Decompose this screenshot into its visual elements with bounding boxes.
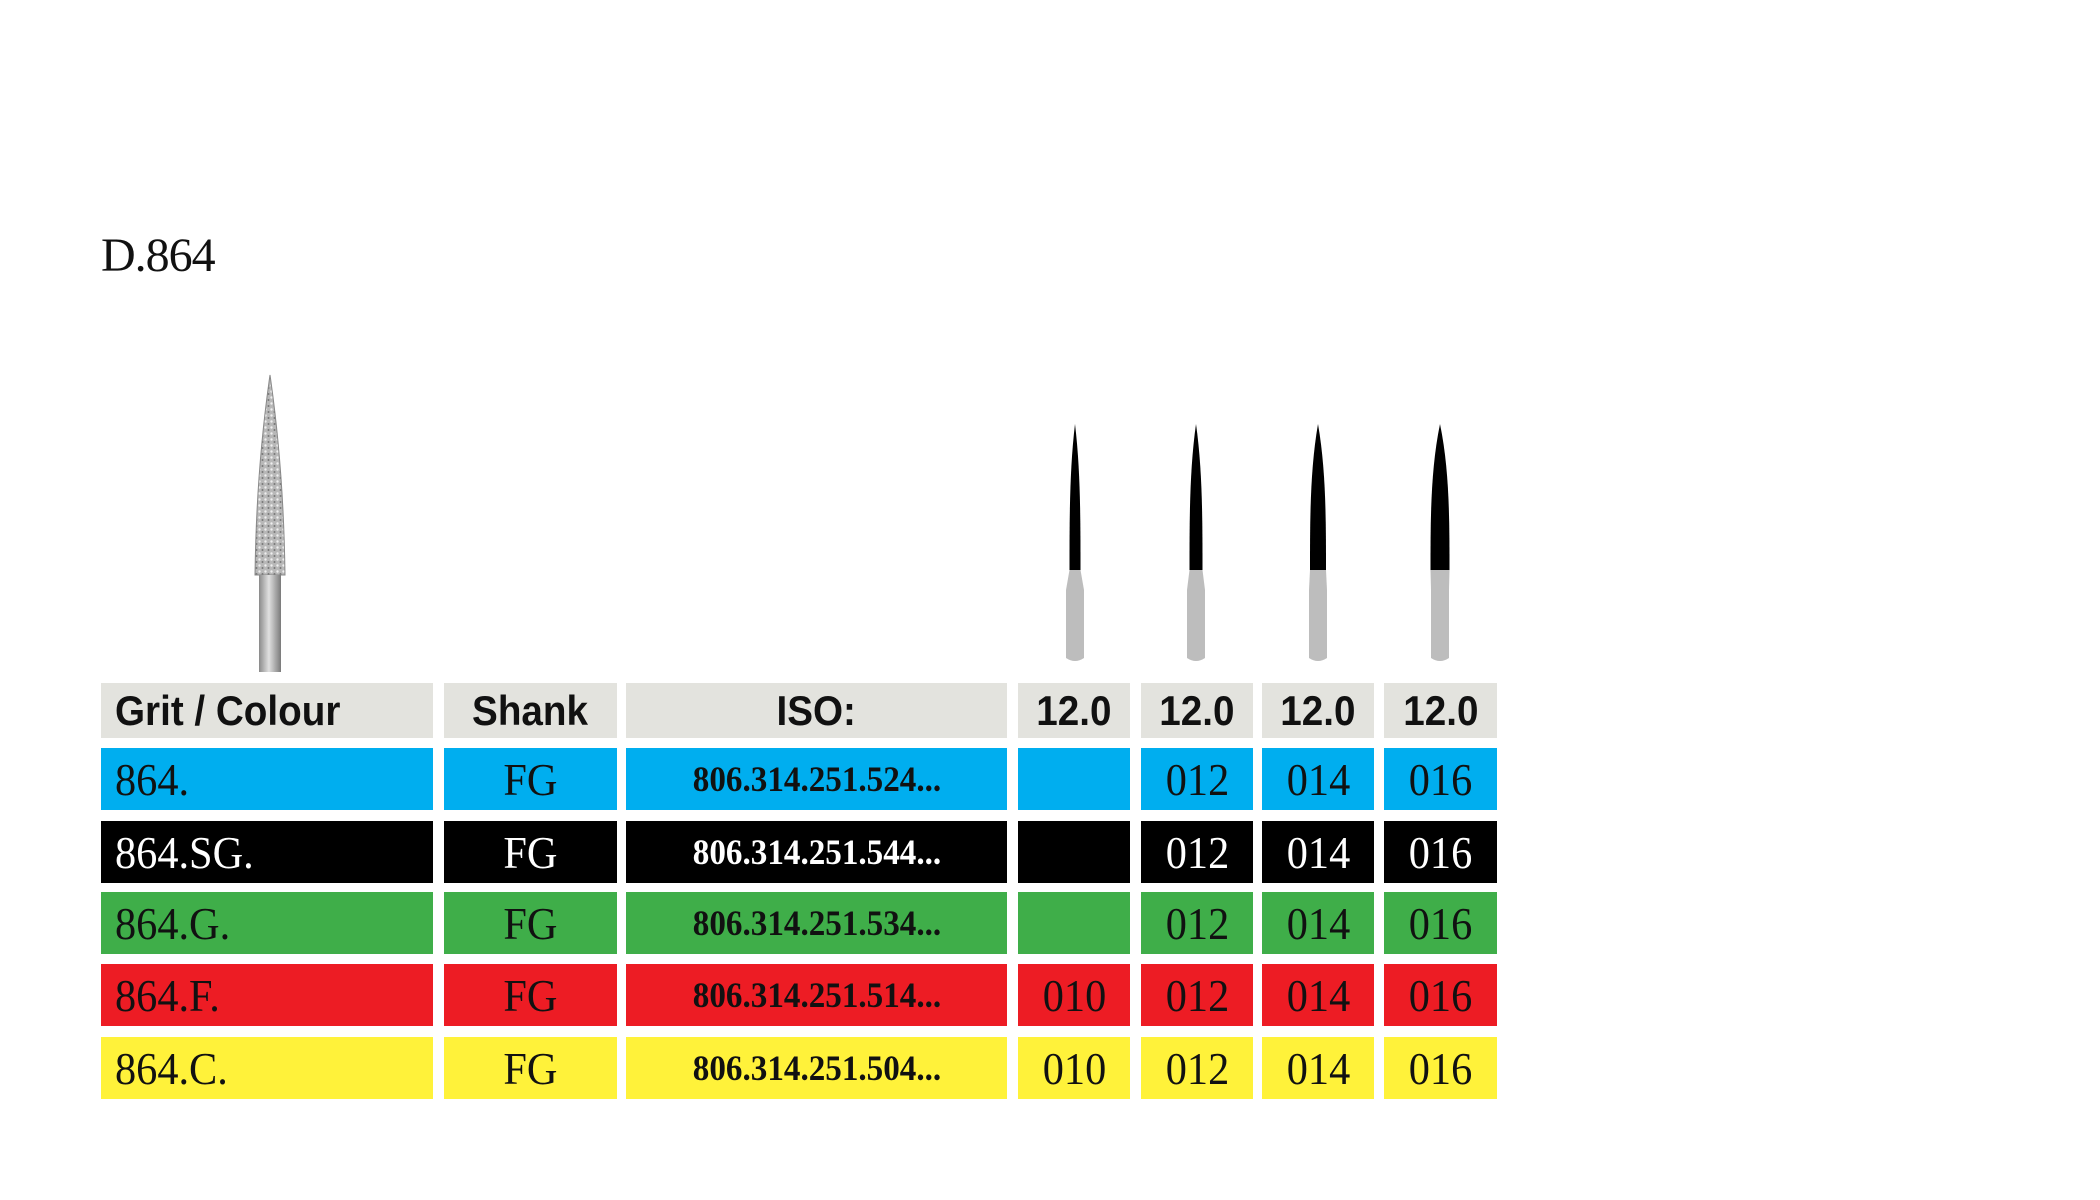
header-cell-text: Shank [472,686,589,734]
header-cell: ISO: [626,683,1007,738]
iso-cell-text: 806.314.251.534... [692,903,941,943]
header-cell: 12.0 [1141,683,1253,738]
shank-cell: FG [444,892,617,954]
header-cell-text: 12.0 [1036,686,1112,734]
grit-cell: 864.SG. [101,821,433,883]
size-cell-text: 012 [1165,969,1229,1021]
shank-cell: FG [444,1037,617,1099]
diamond-burr-photo [254,374,286,672]
product-title: D.864 [101,229,216,282]
size-cell: 012 [1141,748,1253,810]
burr-silhouette [1187,424,1205,661]
size-cell: 012 [1141,821,1253,883]
size-cell-text: 010 [1042,969,1106,1021]
size-cell-text: 014 [1286,753,1350,805]
size-cell: 016 [1384,748,1497,810]
size-cell-text: 012 [1165,1042,1229,1094]
size-cell: 016 [1384,892,1497,954]
size-cell: 016 [1384,1037,1497,1099]
header-cell-text: 12.0 [1280,686,1356,734]
size-cell: 012 [1141,892,1253,954]
burr-silhouette [1066,424,1084,661]
size-cell-text: 016 [1408,753,1473,805]
burr-silhouette [1430,424,1450,661]
size-cell-text: 010 [1042,1042,1106,1094]
header-cell-text: 12.0 [1402,686,1479,734]
shank-cell: FG [444,964,617,1026]
size-cell-text: 016 [1408,897,1473,949]
grit-cell: 864. [101,748,433,810]
burr-silhouette [1309,424,1327,661]
shank-cell-text: FG [503,826,558,878]
shank-cell-text: FG [503,897,558,949]
iso-cell: 806.314.251.514... [626,964,1007,1026]
header-cell-text: 12.0 [1159,686,1235,734]
header-cell-text: Grit / Colour [115,686,341,734]
grit-cell-text: 864.SG. [115,826,254,878]
size-cell: 014 [1262,1037,1374,1099]
grit-cell-text: 864.G. [115,897,231,949]
size-cell-text: 012 [1165,826,1229,878]
shank-cell-text: FG [503,753,558,805]
iso-cell-text: 806.314.251.524... [692,759,941,799]
grit-cell: 864.C. [101,1037,433,1099]
size-cell [1018,892,1130,954]
iso-cell: 806.314.251.534... [626,892,1007,954]
size-cell-text: 012 [1165,753,1229,805]
shank-cell: FG [444,748,617,810]
size-cell-text: 012 [1165,897,1229,949]
size-cell: 016 [1384,821,1497,883]
size-cell-text: 016 [1408,1042,1473,1094]
size-cell-text: 014 [1286,969,1350,1021]
shank-cell-text: FG [503,1042,558,1094]
size-cell-text: 014 [1286,897,1350,949]
shank-cell-text: FG [503,969,558,1021]
size-cell [1018,748,1130,810]
iso-cell: 806.314.251.524... [626,748,1007,810]
shank-cell: FG [444,821,617,883]
header-cell: Grit / Colour [101,683,433,738]
iso-cell: 806.314.251.504... [626,1037,1007,1099]
size-cell-text: 016 [1408,969,1473,1021]
size-cell: 014 [1262,964,1374,1026]
size-cell: 010 [1018,964,1130,1026]
grit-cell-text: 864.F. [115,969,220,1021]
size-cell: 010 [1018,1037,1130,1099]
iso-cell-text: 806.314.251.504... [692,1048,941,1088]
iso-cell-text: 806.314.251.544... [692,832,941,872]
size-cell-text: 014 [1286,826,1350,878]
size-cell: 012 [1141,964,1253,1026]
size-cell-text: 016 [1408,826,1473,878]
header-cell: 12.0 [1384,683,1497,738]
header-cell: Shank [444,683,617,738]
grit-cell: 864.F. [101,964,433,1026]
grit-cell-text: 864. [115,753,190,805]
iso-cell-text: 806.314.251.514... [692,975,941,1015]
size-cell: 014 [1262,892,1374,954]
grit-cell-text: 864.C. [115,1042,228,1094]
size-cell: 014 [1262,748,1374,810]
header-cell: 12.0 [1018,683,1130,738]
grit-cell: 864.G. [101,892,433,954]
header-cell-text: ISO: [776,686,857,734]
size-cell: 014 [1262,821,1374,883]
size-cell-text: 014 [1286,1042,1350,1094]
iso-cell: 806.314.251.544... [626,821,1007,883]
size-cell: 016 [1384,964,1497,1026]
header-cell: 12.0 [1262,683,1374,738]
size-cell [1018,821,1130,883]
size-cell: 012 [1141,1037,1253,1099]
